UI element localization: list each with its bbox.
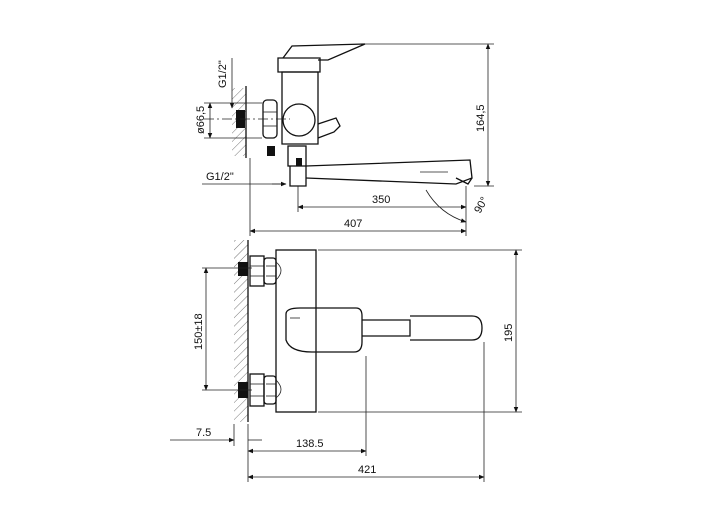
handle-front (285, 307, 363, 353)
diverter-knob (317, 117, 341, 139)
handle-cap (277, 57, 321, 73)
lower-eccentric (249, 373, 265, 407)
upper-eccentric (249, 255, 265, 287)
wall-hatch-front (234, 240, 248, 422)
height-label-top: 164,5 (475, 104, 487, 132)
spout-front (362, 319, 411, 337)
thread-horizontal-label: G1/2" (206, 171, 234, 183)
upper-inlet-block (238, 262, 248, 276)
center-distance-label: 150±18 (193, 313, 205, 350)
spout-length-label: 350 (372, 194, 390, 206)
total-length-label: 421 (358, 464, 376, 476)
cartridge-circle (282, 103, 316, 137)
lower-nut (263, 375, 277, 405)
height-label-front: 195 (503, 324, 515, 342)
angle-label: 90° (472, 195, 491, 215)
inlet-block-lower (267, 146, 275, 156)
total-depth-label: 407 (344, 218, 362, 230)
upper-nut (263, 257, 277, 285)
thread-vertical-label: G1/2" (217, 60, 229, 88)
side-view: G1/2" ø66,5 G1/2" 164,5 350 90° 407 (195, 43, 494, 236)
handle-length-label: 138.5 (296, 438, 324, 450)
front-view: 150±18 195 7.5 138.5 421 (170, 240, 522, 482)
mixer-body-front (275, 249, 317, 413)
wall-offset-label: 7.5 (196, 427, 211, 439)
diameter-label: ø66,5 (195, 106, 207, 134)
mixer-body (281, 71, 319, 145)
